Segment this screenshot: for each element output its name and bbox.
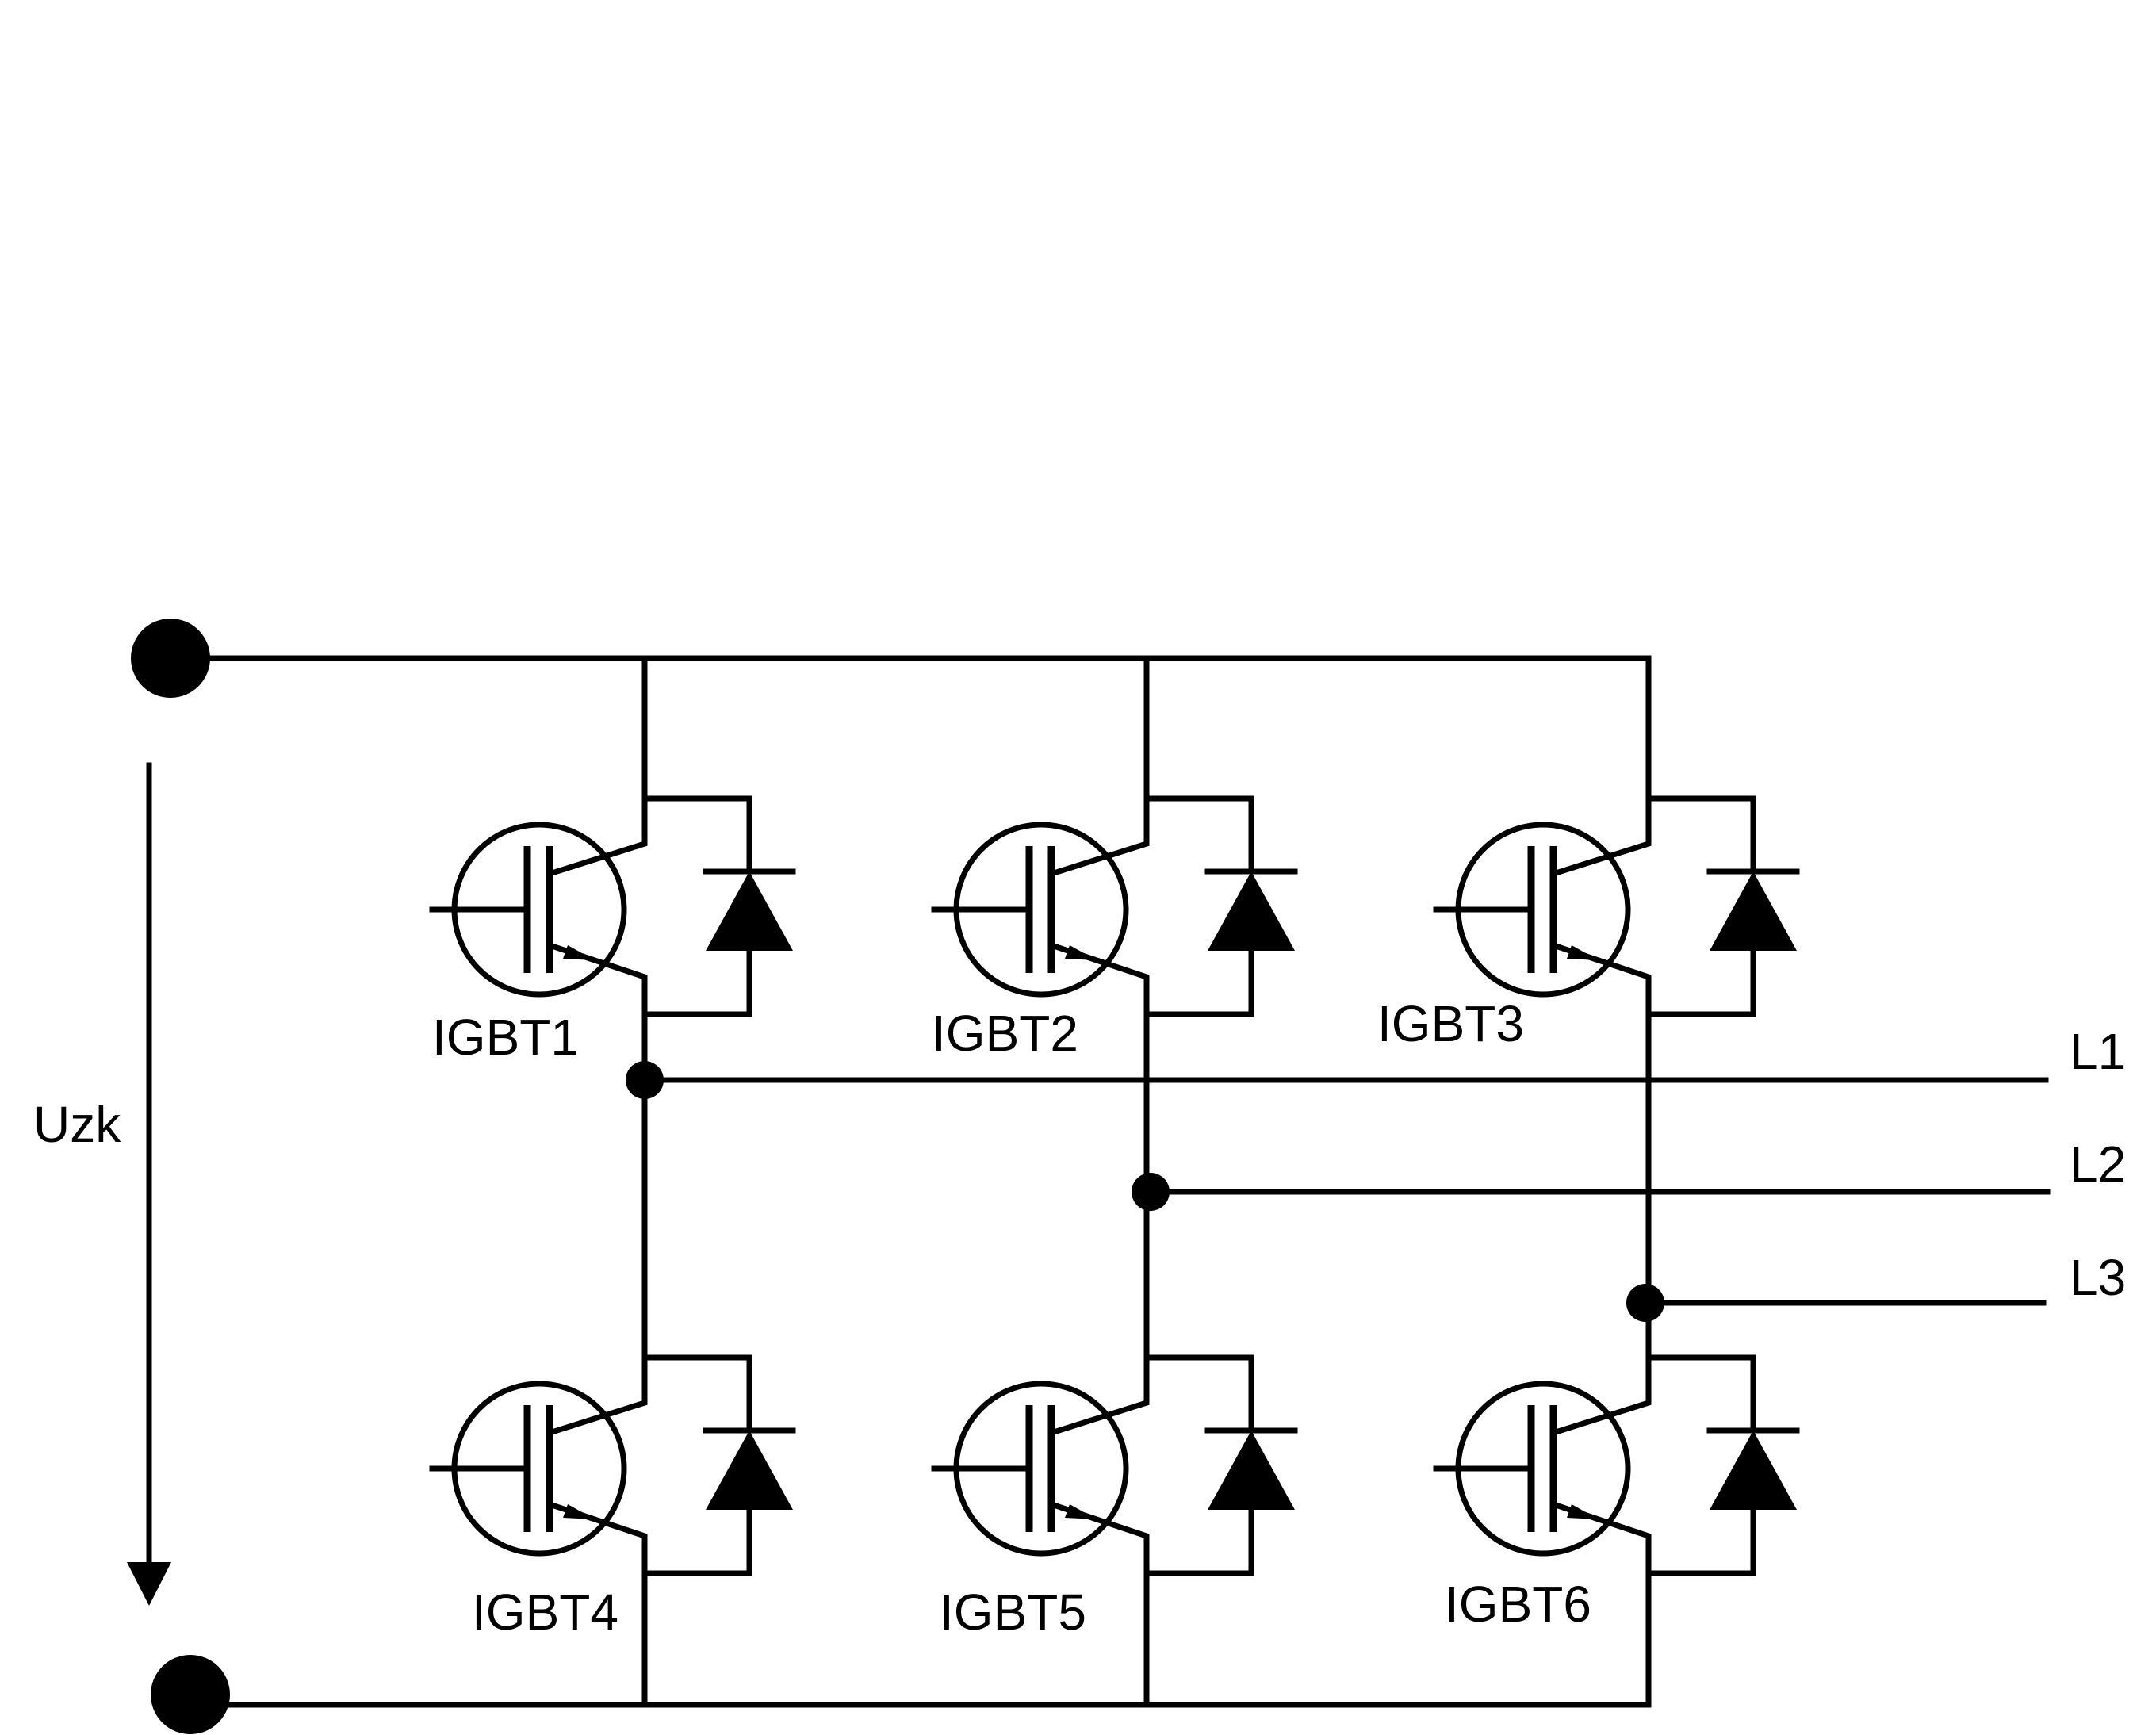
igbt1-label: IGBT1 xyxy=(432,1009,579,1066)
positive-terminal xyxy=(131,619,210,698)
igbt2-symbol xyxy=(934,799,1295,1014)
igbt3-label: IGBT3 xyxy=(1377,995,1524,1052)
igbt5-symbol xyxy=(934,1358,1295,1573)
voltage-arrowhead xyxy=(127,1562,171,1606)
junction-l1 xyxy=(626,1061,664,1099)
voltage-label: Uzk xyxy=(33,1096,121,1153)
igbt4-symbol xyxy=(432,1358,793,1573)
igbt2-label: IGBT2 xyxy=(932,1005,1078,1062)
phase-l1-label: L1 xyxy=(2070,1023,2126,1080)
igbt5-label: IGBT5 xyxy=(940,1584,1086,1641)
igbt1-symbol xyxy=(432,799,793,1014)
junction-l3 xyxy=(1626,1284,1664,1322)
igbt3-symbol xyxy=(1436,799,1797,1014)
igbt4-label: IGBT4 xyxy=(472,1584,618,1641)
phase-l2-label: L2 xyxy=(2070,1136,2126,1193)
igbt6-symbol xyxy=(1436,1358,1797,1573)
negative-terminal xyxy=(151,1655,230,1734)
igbt6-label: IGBT6 xyxy=(1445,1576,1591,1633)
phase-l3-label: L3 xyxy=(2070,1249,2126,1306)
junction-l2 xyxy=(1132,1173,1170,1211)
